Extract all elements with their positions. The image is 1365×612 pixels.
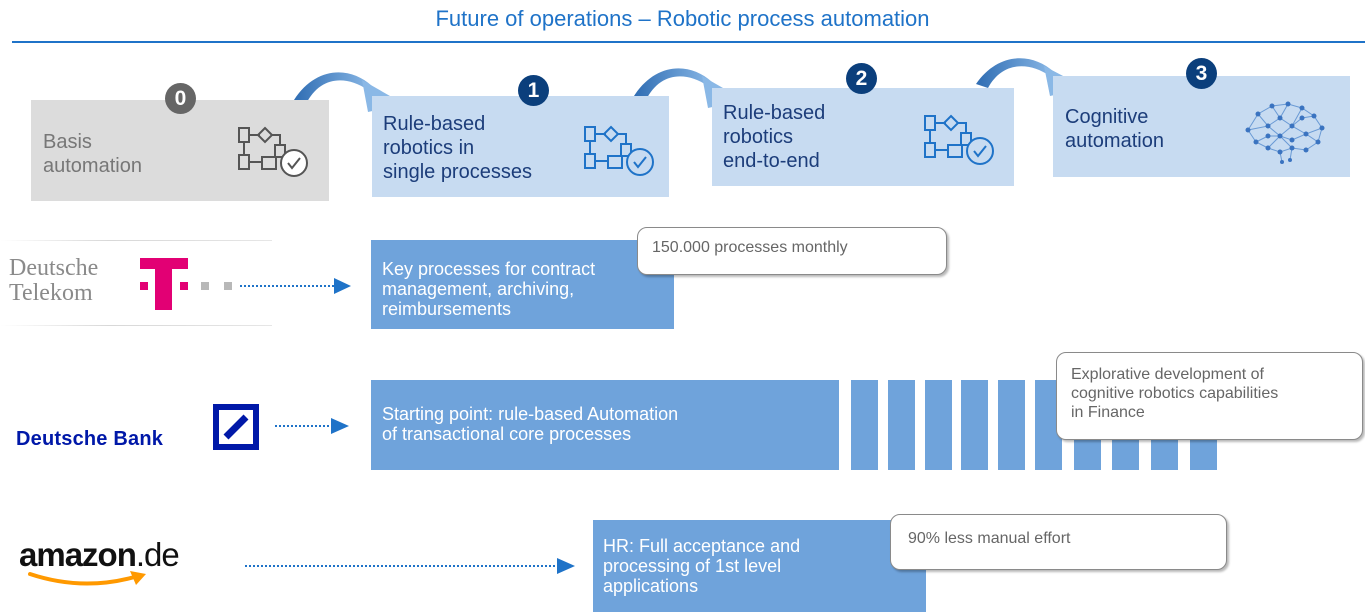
roadmap-segment xyxy=(888,380,915,470)
telekom-logo-wordmark: Deutsche Telekom xyxy=(9,255,129,307)
amazon-logo-main: amazon xyxy=(19,536,137,573)
amazon-smile-logo xyxy=(28,571,146,586)
stage-1-box xyxy=(372,96,669,197)
flowchart-icon xyxy=(924,114,994,165)
amazon-process-text: HR: Full acceptance and processing of 1s… xyxy=(603,536,801,597)
stage-3-badge: 3 xyxy=(1186,58,1217,89)
telekom-process-text: Key processes for contract management, a… xyxy=(382,259,596,320)
roadmap-segment xyxy=(961,380,988,470)
amazon-logo-suffix: .de xyxy=(135,536,180,573)
telekom-connector-arrow xyxy=(240,278,351,294)
deutsche-bank-callout: Explorative development of cognitive rob… xyxy=(1056,352,1363,440)
telekom-callout: 150.000 processes monthly xyxy=(637,227,947,275)
amazon-callout: 90% less manual effort xyxy=(890,514,1227,570)
deutsche-bank-logo-text: Deutsche Bank xyxy=(16,428,164,450)
deutsche-bank-process-text: Starting point: rule-based Automation of… xyxy=(382,404,679,445)
roadmap-segment xyxy=(998,380,1025,470)
stage-3-box xyxy=(1053,76,1350,177)
telekom-logo-rule-top xyxy=(0,240,272,241)
stage-2-badge: 2 xyxy=(846,63,877,94)
deutsche-bank-connector-arrow xyxy=(275,418,349,434)
stage-1-label: Rule-based robotics in single processes xyxy=(383,113,532,183)
telekom-logo-rule-bottom xyxy=(0,325,272,326)
amazon-connector-arrow xyxy=(245,558,575,574)
stage-3-label: Cognitive automation xyxy=(1065,106,1164,152)
amazon-process-bar xyxy=(593,520,926,612)
telekom-logo-line1: Deutsche xyxy=(9,255,99,281)
telekom-process-bar xyxy=(371,240,674,329)
title-underline xyxy=(12,41,1365,43)
amazon-logo-wordmark: amazon.de xyxy=(19,536,180,574)
page-title: Future of operations – Robotic process a… xyxy=(435,6,930,31)
telekom-t-logo xyxy=(140,258,232,310)
deutsche-bank-slash-logo xyxy=(213,404,259,450)
stage-1-badge: 1 xyxy=(518,75,549,106)
stage-2-box xyxy=(712,88,1014,186)
stage-0-box xyxy=(31,100,329,201)
stage-0-label: Basis automation xyxy=(43,131,142,177)
stage-2-label: Rule-based robotics end-to-end xyxy=(723,102,826,172)
roadmap-segment xyxy=(925,380,952,470)
deutsche-bank-process-bar xyxy=(371,380,839,470)
flowchart-icon xyxy=(584,125,654,176)
roadmap-segment xyxy=(851,380,878,470)
brain-network-icon xyxy=(1245,101,1325,164)
telekom-logo-line2: Telekom xyxy=(9,280,93,307)
flowchart-icon xyxy=(238,126,308,177)
stage-0-badge: 0 xyxy=(165,83,196,114)
